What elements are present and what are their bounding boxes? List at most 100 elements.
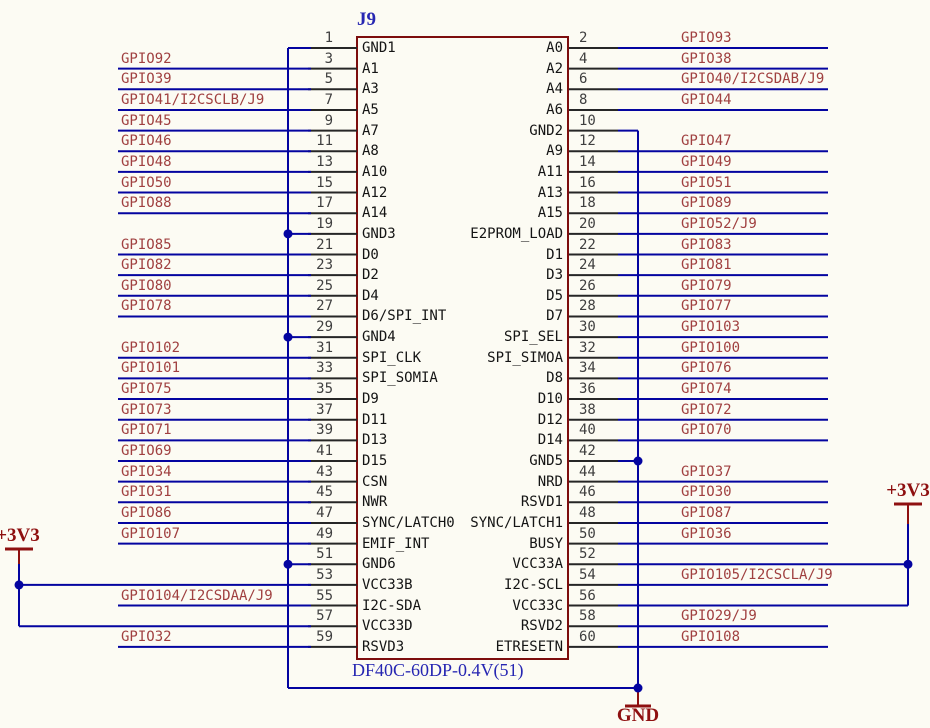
pin-number-35: 35 xyxy=(316,381,333,398)
pin-name-28: D7 xyxy=(546,308,563,325)
pin-number-52: 52 xyxy=(579,546,596,563)
net-label-GPIO74: GPIO74 xyxy=(681,381,732,398)
net-label-GPIO79: GPIO79 xyxy=(681,277,732,294)
pin-name-25: D4 xyxy=(362,287,379,304)
pin-number-41: 41 xyxy=(316,443,333,459)
pin-name-3: A1 xyxy=(362,60,379,77)
pin-name-6: A4 xyxy=(546,81,563,98)
pin-name-60: ETRESETN xyxy=(495,638,563,655)
net-label-GPIO81: GPIO81 xyxy=(681,257,732,274)
pin-number-25: 25 xyxy=(316,277,333,294)
pin-name-23: D2 xyxy=(362,267,379,284)
net-label-GPIO50: GPIO50 xyxy=(121,174,172,191)
pin-number-38: 38 xyxy=(579,401,596,418)
junction-dot-6 xyxy=(903,559,913,569)
pin-name-16: A13 xyxy=(537,184,563,201)
pin-number-29: 29 xyxy=(316,319,333,336)
pin-number-54: 54 xyxy=(579,566,596,583)
net-label-GPIO47: GPIO47 xyxy=(681,133,732,150)
pin-number-10: 10 xyxy=(579,112,596,129)
pin-number-45: 45 xyxy=(316,484,333,501)
pin-number-46: 46 xyxy=(579,484,596,501)
component-outline xyxy=(356,36,569,660)
net-label-GPIO30: GPIO30 xyxy=(681,484,732,501)
junction-dot-0 xyxy=(283,229,293,239)
pin-name-2: A0 xyxy=(546,40,563,56)
pin-number-36: 36 xyxy=(579,381,596,398)
pin-number-27: 27 xyxy=(316,298,333,315)
net-label-GPIO100: GPIO100 xyxy=(681,339,741,356)
net-label-GPIO72: GPIO72 xyxy=(681,401,732,418)
pin-number-58: 58 xyxy=(579,608,596,625)
net-label-GPIO51: GPIO51 xyxy=(681,174,732,191)
pin-number-56: 56 xyxy=(579,587,596,604)
pin-number-12: 12 xyxy=(579,133,596,150)
net-label-GPIO76: GPIO76 xyxy=(681,360,732,377)
pin-name-46: RSVD1 xyxy=(520,494,563,511)
pin-number-37: 37 xyxy=(316,401,333,418)
junction-dot-1 xyxy=(283,332,293,342)
power-label-gnd: GND xyxy=(616,705,660,726)
pin-name-32: SPI_SIMOA xyxy=(487,349,563,366)
pin-name-40: D14 xyxy=(537,432,563,449)
pin-number-4: 4 xyxy=(579,50,588,67)
component-designator: J9 xyxy=(357,9,376,30)
pin-name-9: A7 xyxy=(362,122,379,139)
pin-number-49: 49 xyxy=(316,525,333,542)
net-label-GPIO34: GPIO34 xyxy=(121,463,172,480)
pin-name-57: VCC33D xyxy=(362,618,413,635)
pin-name-47: SYNC/LATCH0 xyxy=(362,514,455,531)
pin-number-5: 5 xyxy=(324,71,333,88)
pin-name-38: D12 xyxy=(537,411,563,428)
net-label-GPIO45: GPIO45 xyxy=(121,112,172,129)
pin-number-31: 31 xyxy=(316,339,333,356)
pin-name-36: D10 xyxy=(537,391,563,408)
junction-dot-3 xyxy=(633,456,643,466)
net-label-GPIO101: GPIO101 xyxy=(121,360,181,377)
pin-name-20: E2PROM_LOAD xyxy=(470,225,563,242)
pin-name-4: A2 xyxy=(546,60,563,77)
pin-name-58: RSVD2 xyxy=(520,618,563,635)
pin-name-19: GND3 xyxy=(362,225,396,242)
pin-number-32: 32 xyxy=(579,339,596,356)
net-label-GPIO93: GPIO93 xyxy=(681,30,732,46)
net-label-GPIO87: GPIO87 xyxy=(681,504,732,521)
net-label-GPIO82: GPIO82 xyxy=(121,257,172,274)
pin-name-17: A14 xyxy=(362,205,388,222)
pin-number-22: 22 xyxy=(579,236,596,253)
pin-name-12: A9 xyxy=(546,143,563,160)
pin-number-14: 14 xyxy=(579,153,596,170)
net-label-GPIO41/I2CSCLB/J9: GPIO41/I2CSCLB/J9 xyxy=(121,91,265,108)
net-label-GPIO104/I2CSDAA/J9: GPIO104/I2CSDAA/J9 xyxy=(121,587,273,604)
net-label-GPIO49: GPIO49 xyxy=(681,153,732,170)
pin-name-1: GND1 xyxy=(362,40,396,56)
net-label-GPIO102: GPIO102 xyxy=(121,339,181,356)
pin-name-27: D6/SPI_INT xyxy=(362,308,447,325)
component-part-number: DF40C-60DP-0.4V(51) xyxy=(352,660,524,680)
pin-number-16: 16 xyxy=(579,174,596,191)
net-label-GPIO86: GPIO86 xyxy=(121,504,172,521)
net-label-GPIO85: GPIO85 xyxy=(121,236,172,253)
pin-name-30: SPI_SEL xyxy=(503,329,563,346)
net-label-GPIO80: GPIO80 xyxy=(121,277,172,294)
pin-number-34: 34 xyxy=(579,360,596,377)
pin-name-45: NWR xyxy=(362,494,388,511)
pin-number-60: 60 xyxy=(579,628,596,645)
pin-name-18: A15 xyxy=(537,205,563,222)
pin-number-21: 21 xyxy=(316,236,333,253)
net-label-GPIO78: GPIO78 xyxy=(121,298,172,315)
pin-number-20: 20 xyxy=(579,215,596,232)
pin-name-10: GND2 xyxy=(529,122,563,139)
pin-name-8: A6 xyxy=(546,101,563,118)
power-label-3v3-right: +3V3 xyxy=(886,480,930,501)
net-label-GPIO103: GPIO103 xyxy=(681,319,741,336)
pin-number-50: 50 xyxy=(579,525,596,542)
pin-number-40: 40 xyxy=(579,422,596,439)
pin-number-2: 2 xyxy=(579,30,588,46)
pin-number-33: 33 xyxy=(316,360,333,377)
pin-name-14: A11 xyxy=(537,163,563,180)
net-label-GPIO105/I2CSCLA/J9: GPIO105/I2CSCLA/J9 xyxy=(681,566,833,583)
pin-name-44: NRD xyxy=(537,473,563,490)
pin-number-43: 43 xyxy=(316,463,333,480)
